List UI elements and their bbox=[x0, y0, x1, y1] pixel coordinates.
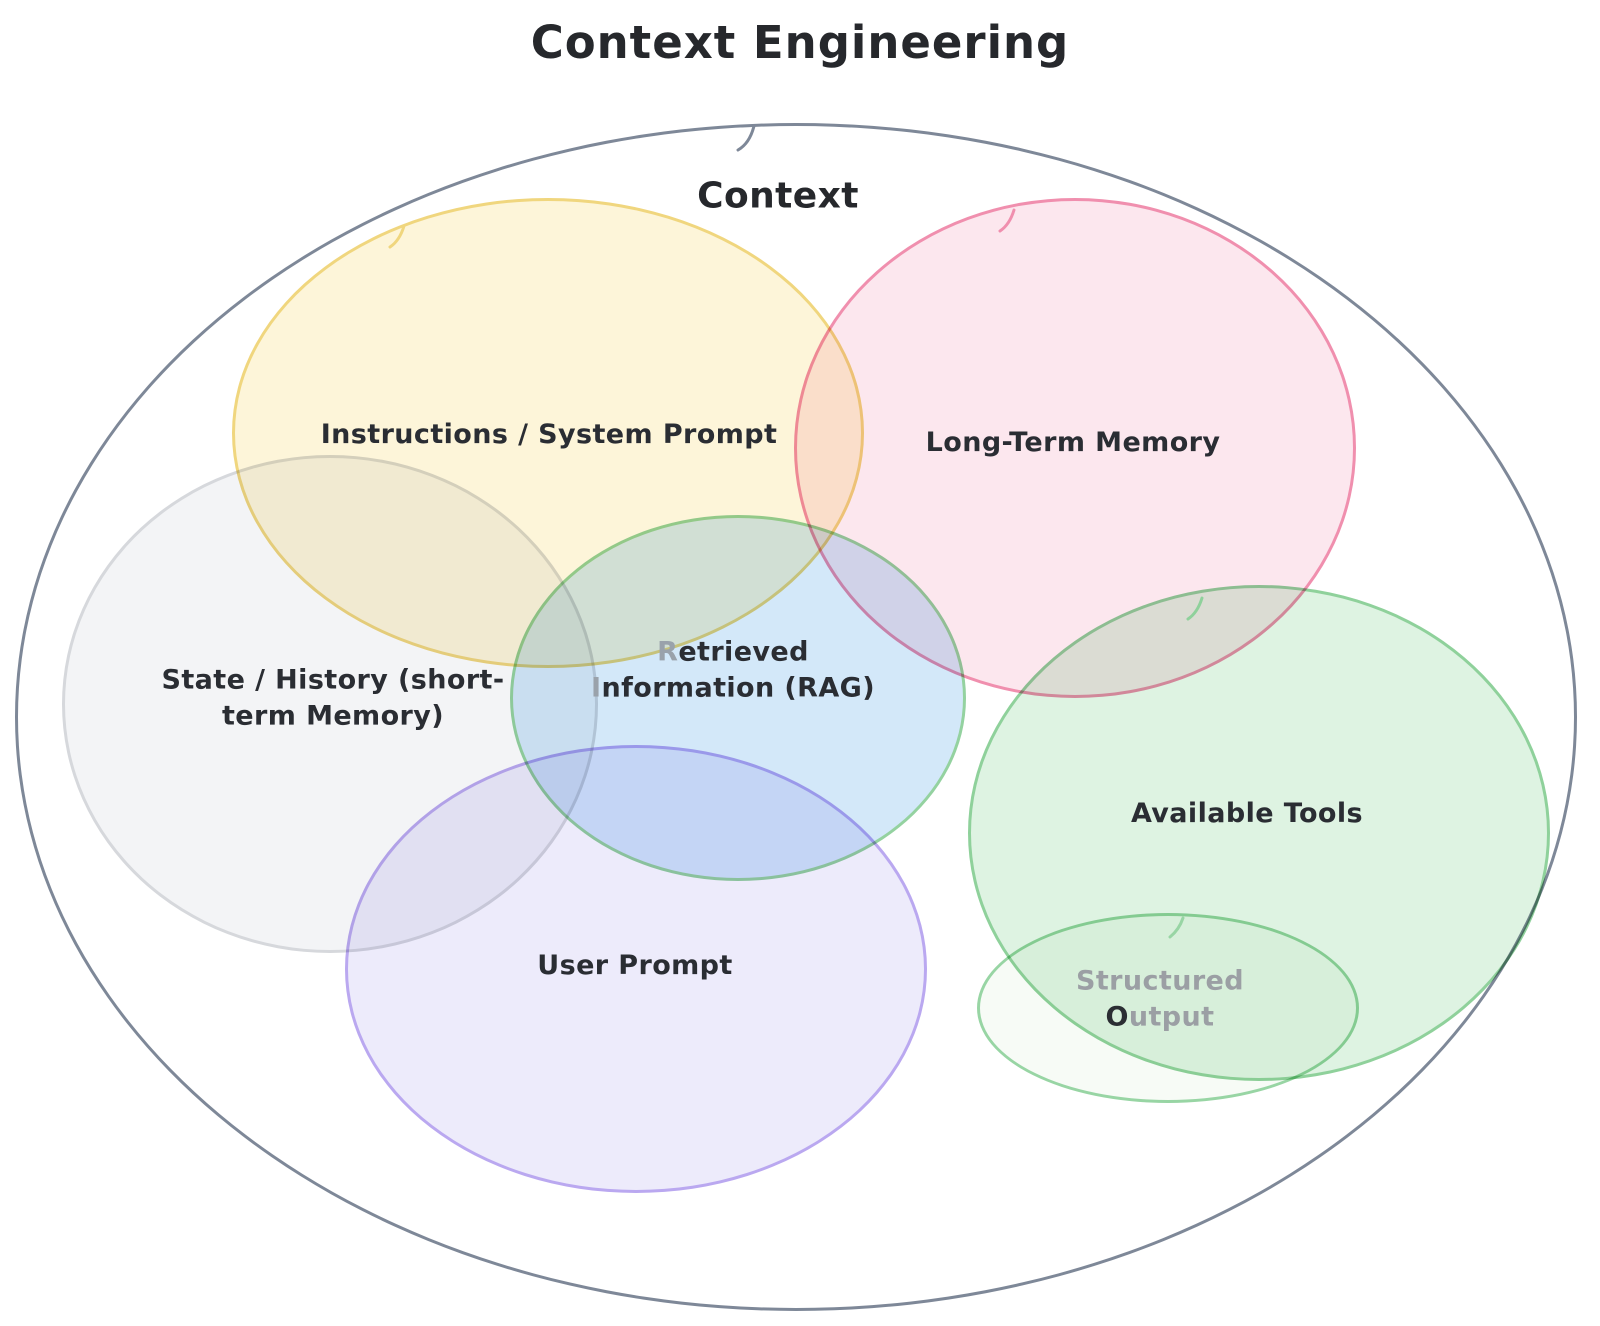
structured-output-ellipse bbox=[977, 913, 1359, 1103]
available-tools-label: Available Tools bbox=[1130, 797, 1364, 829]
context-outer-ellipse bbox=[15, 123, 1577, 1311]
user-prompt-ellipse bbox=[345, 745, 927, 1193]
retrieved-information-label: Retrieved Information (RAG) bbox=[591, 636, 875, 704]
structured-output-label: Structured Output bbox=[1076, 965, 1244, 1033]
state-history-label: State / History (short- term Memory) bbox=[161, 664, 505, 732]
diagram-title: Context Engineering bbox=[530, 16, 1070, 69]
user-prompt-label: User Prompt bbox=[537, 949, 733, 981]
instructions-label: Instructions / System Prompt bbox=[320, 418, 778, 450]
context-label: Context bbox=[697, 175, 859, 217]
long-term-memory-label: Long-Term Memory bbox=[925, 426, 1221, 458]
